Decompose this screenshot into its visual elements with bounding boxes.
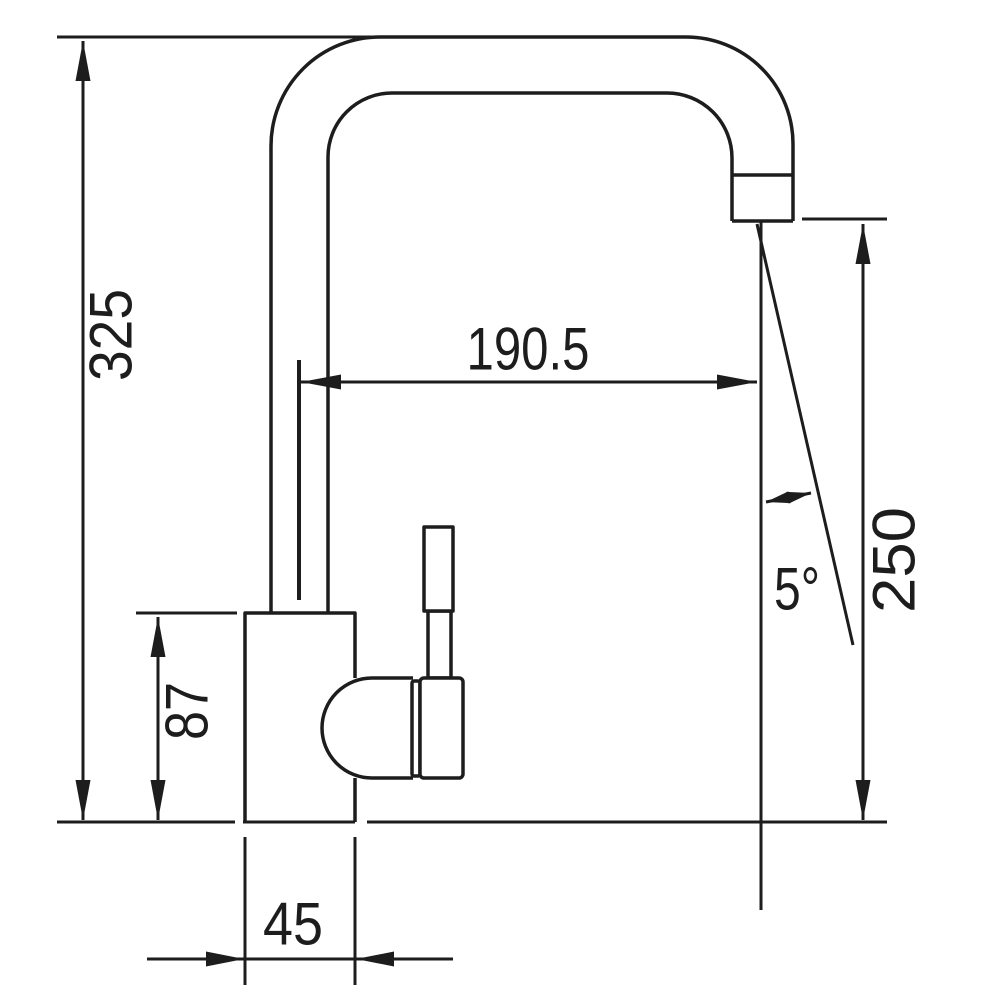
faucet-outline xyxy=(243,35,795,822)
reference-lines xyxy=(57,222,887,910)
dim-label-spout-reach: 190.5 xyxy=(467,316,590,383)
dimension-5deg-spray-angle: 5° xyxy=(765,491,820,623)
handle-stem xyxy=(426,609,453,680)
spout-outer-wall xyxy=(269,35,795,613)
dim-label-spray-angle: 5° xyxy=(774,556,820,623)
dimension-325-overall-height: 325 xyxy=(57,35,383,820)
handle-lever xyxy=(418,676,465,780)
spray-angle-line xyxy=(755,223,855,646)
valve-dome xyxy=(320,676,413,780)
dimension-87-body-height: 87 xyxy=(136,611,237,820)
dimension-45-base-width: 45 xyxy=(147,837,453,985)
angle-double-arrow xyxy=(765,491,812,504)
dim-label-outlet-height: 250 xyxy=(861,507,928,613)
faucet-body xyxy=(243,611,357,822)
dim-label-body-height: 87 xyxy=(154,682,221,740)
dimension-190-5-spout-reach: 190.5 xyxy=(297,316,757,600)
arrowhead-45-right xyxy=(356,951,394,967)
handle-knob xyxy=(422,525,455,613)
dim-label-base-width: 45 xyxy=(263,891,323,958)
spout-inner-wall xyxy=(326,91,734,613)
dim-label-overall-height: 325 xyxy=(78,289,145,381)
dimension-250-outlet-height: 250 xyxy=(802,217,928,820)
aerator-outlet xyxy=(732,173,793,223)
arrowhead-45-left xyxy=(206,951,244,967)
